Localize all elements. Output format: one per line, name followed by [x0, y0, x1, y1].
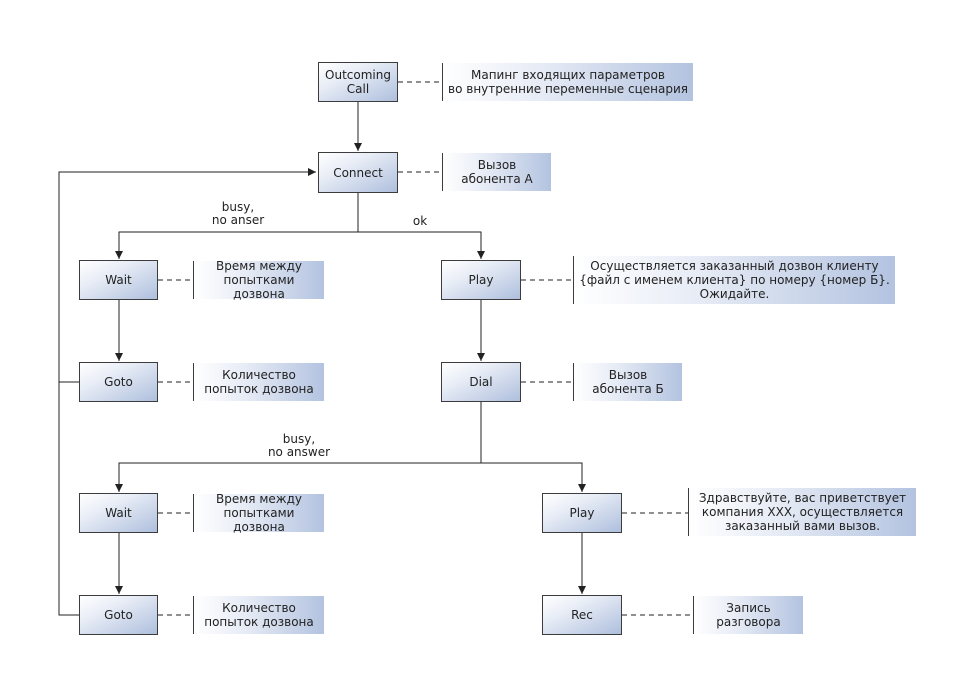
note-play1-message: Осуществляется заказанный дозвон клиенту…: [573, 256, 895, 304]
note-rec-record: Запись разговора: [693, 596, 803, 634]
note-mapping: Мапинг входящих параметров во внутренние…: [442, 63, 693, 101]
edge-connect-to-wait1: [115, 193, 359, 259]
note-call-a: Вызов абонента А: [442, 153, 551, 191]
edge-dial-to-play2: [481, 462, 586, 492]
edge-connect-to-play1: [358, 231, 485, 259]
node-play-1: Play: [441, 260, 521, 300]
node-goto-2: Goto: [79, 595, 158, 635]
node-wait-2: Wait: [79, 493, 158, 533]
note-play2-message: Здравствуйте, вас приветствует компания …: [688, 488, 916, 536]
node-goto-1: Goto: [79, 362, 158, 402]
label-connect-busy: busy, no anser: [211, 200, 265, 227]
node-play-2: Play: [542, 493, 622, 533]
note-goto2-count: Количество попыток дозвона: [193, 596, 324, 634]
node-outcoming-call: Outcoming Call: [318, 62, 398, 102]
node-rec: Rec: [542, 595, 622, 635]
label-dial-busy: busy, no answer: [267, 432, 331, 459]
node-wait-1: Wait: [79, 260, 158, 300]
note-wait1-interval: Время между попытками дозвона: [193, 259, 324, 301]
node-connect: Connect: [318, 152, 398, 193]
edge-goto2-loop: [58, 168, 316, 616]
note-wait2-interval: Время между попытками дозвона: [193, 492, 324, 534]
note-goto1-count: Количество попыток дозвона: [193, 363, 324, 401]
note-call-b: Вызов абонента Б: [573, 363, 682, 401]
edge-dial-to-wait2: [115, 402, 482, 492]
node-dial: Dial: [441, 362, 521, 402]
label-connect-ok: ok: [412, 214, 428, 228]
